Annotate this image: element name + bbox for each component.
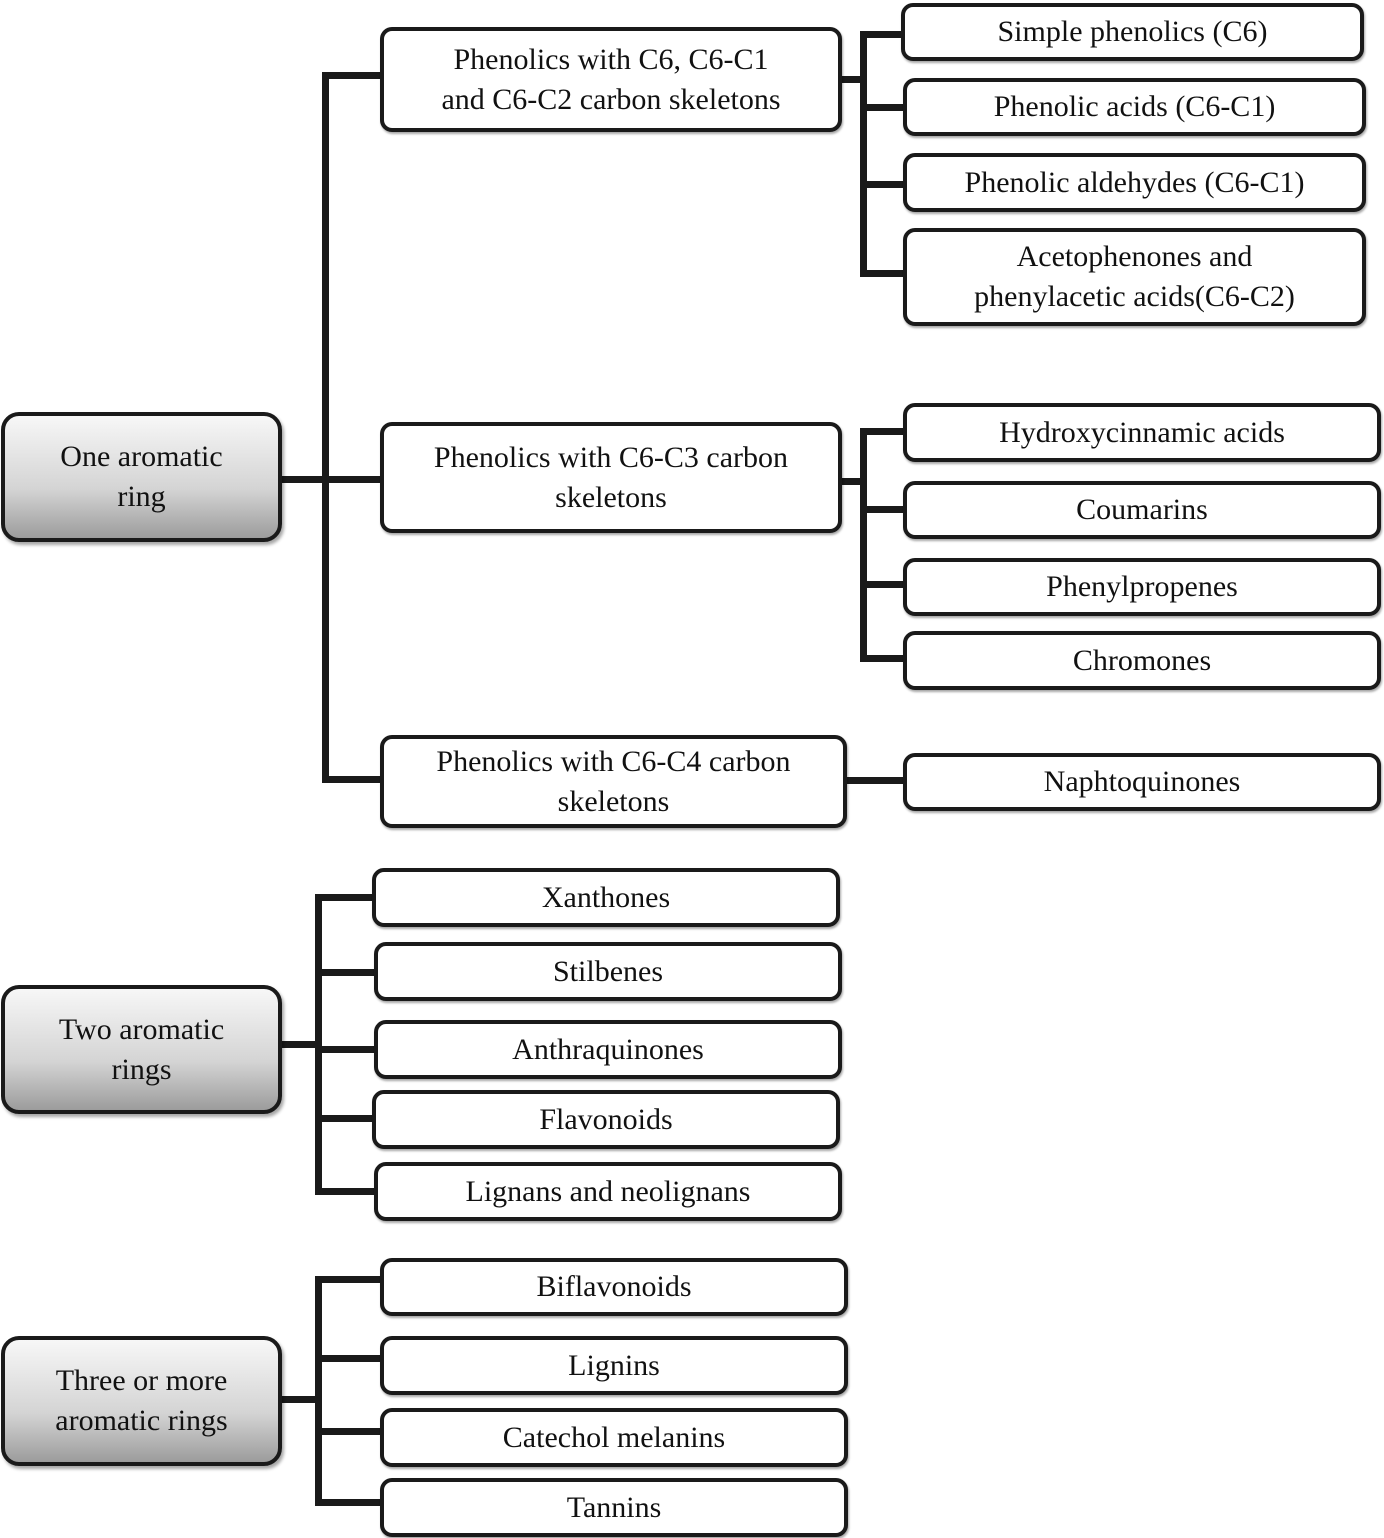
subgroup-label: Phenolics with C6-C4 carbon skeletons	[436, 744, 791, 818]
item-chromones: Chromones	[903, 631, 1381, 690]
item-label: Coumarins	[1076, 493, 1208, 526]
connector-line	[315, 1355, 382, 1362]
connector-line	[860, 31, 867, 277]
group-two-aromatic-rings: Two aromatic rings	[1, 985, 282, 1114]
item-label: Phenylpropenes	[1046, 570, 1238, 603]
subgroup-c6-c6c1-c6c2: Phenolics with C6, C6-C1 and C6-C2 carbo…	[380, 27, 842, 132]
connector-line	[315, 894, 322, 1195]
item-xanthones: Xanthones	[372, 868, 840, 927]
connector-line	[860, 428, 867, 662]
connector-line	[315, 1276, 322, 1506]
item-label: Lignins	[568, 1348, 660, 1382]
connector-line	[315, 894, 375, 901]
connector-line	[315, 1428, 382, 1435]
subgroup-c6c3: Phenolics with C6-C3 carbon skeletons	[380, 422, 842, 533]
item-lignins: Lignins	[380, 1336, 848, 1395]
item-label: Lignans and neolignans	[465, 1174, 751, 1208]
connector-line	[860, 270, 906, 277]
item-phenolic-acids: Phenolic acids (C6-C1)	[903, 78, 1366, 136]
item-stilbenes: Stilbenes	[374, 942, 842, 1001]
subgroup-label: Phenolics with C6, C6-C1 and C6-C2 carbo…	[441, 42, 781, 116]
connector-line	[315, 1046, 377, 1053]
connector-line	[280, 1041, 322, 1048]
item-label: Stilbenes	[553, 954, 663, 988]
item-label: Phenolic aldehydes (C6-C1)	[964, 165, 1305, 199]
connector-line	[322, 776, 382, 783]
connector-line	[860, 181, 906, 188]
item-phenolic-aldehydes: Phenolic aldehydes (C6-C1)	[903, 153, 1366, 212]
connector-line	[322, 72, 382, 79]
connector-line	[860, 104, 906, 111]
connector-line	[860, 655, 906, 662]
item-anthraquinones: Anthraquinones	[374, 1020, 842, 1079]
group-label: One aromatic ring	[60, 440, 223, 513]
item-label: Naphtoquinones	[1043, 765, 1241, 798]
connector-line	[860, 428, 906, 435]
subgroup-label: Phenolics with C6-C3 carbon skeletons	[433, 440, 789, 514]
item-tannins: Tannins	[380, 1478, 848, 1537]
item-flavonoids: Flavonoids	[372, 1090, 840, 1149]
item-label: Xanthones	[541, 880, 671, 914]
item-hydroxycinnamic-acids: Hydroxycinnamic acids	[903, 403, 1381, 462]
item-label: Tannins	[566, 1490, 662, 1524]
connector-line	[860, 31, 904, 38]
subgroup-c6c4: Phenolics with C6-C4 carbon skeletons	[380, 735, 847, 828]
item-label: Simple phenolics (C6)	[997, 15, 1268, 48]
item-coumarins: Coumarins	[903, 481, 1381, 539]
item-label: Phenolic acids (C6-C1)	[993, 90, 1276, 123]
connector-line	[860, 581, 906, 588]
group-one-aromatic-ring: One aromatic ring	[1, 412, 282, 542]
connector-line	[315, 1115, 375, 1122]
item-naphtoquinones: Naphtoquinones	[903, 753, 1381, 811]
item-label: Chromones	[1072, 643, 1212, 677]
item-label: Catechol melanins	[502, 1420, 726, 1454]
connector-line	[844, 777, 908, 784]
connector-line	[840, 76, 864, 83]
connector-line	[315, 969, 377, 976]
item-acetophenones: Acetophenones and phenylacetic acids(C6-…	[903, 228, 1366, 326]
item-phenylpropenes: Phenylpropenes	[903, 558, 1381, 616]
connector-line	[322, 72, 329, 783]
item-lignans-neolignans: Lignans and neolignans	[374, 1162, 842, 1221]
item-biflavonoids: Biflavonoids	[380, 1258, 848, 1316]
item-label: Acetophenones and phenylacetic acids(C6-…	[974, 240, 1295, 313]
connector-line	[315, 1276, 382, 1283]
item-catechol-melanins: Catechol melanins	[380, 1408, 848, 1467]
connector-line	[840, 478, 864, 485]
connector-line	[280, 476, 328, 483]
connector-line	[860, 506, 906, 513]
item-label: Anthraquinones	[512, 1032, 704, 1066]
item-label: Flavonoids	[539, 1102, 673, 1136]
connector-line	[328, 476, 382, 483]
group-label: Two aromatic rings	[58, 1012, 225, 1086]
connector-line	[315, 1188, 377, 1195]
item-label: Biflavonoids	[536, 1270, 692, 1303]
group-three-or-more-aromatic-rings: Three or more aromatic rings	[1, 1336, 282, 1466]
connector-line	[315, 1499, 382, 1506]
group-label: Three or more aromatic rings	[55, 1364, 228, 1437]
item-label: Hydroxycinnamic acids	[999, 415, 1285, 449]
item-simple-phenolics: Simple phenolics (C6)	[901, 3, 1364, 61]
connector-line	[280, 1396, 322, 1403]
